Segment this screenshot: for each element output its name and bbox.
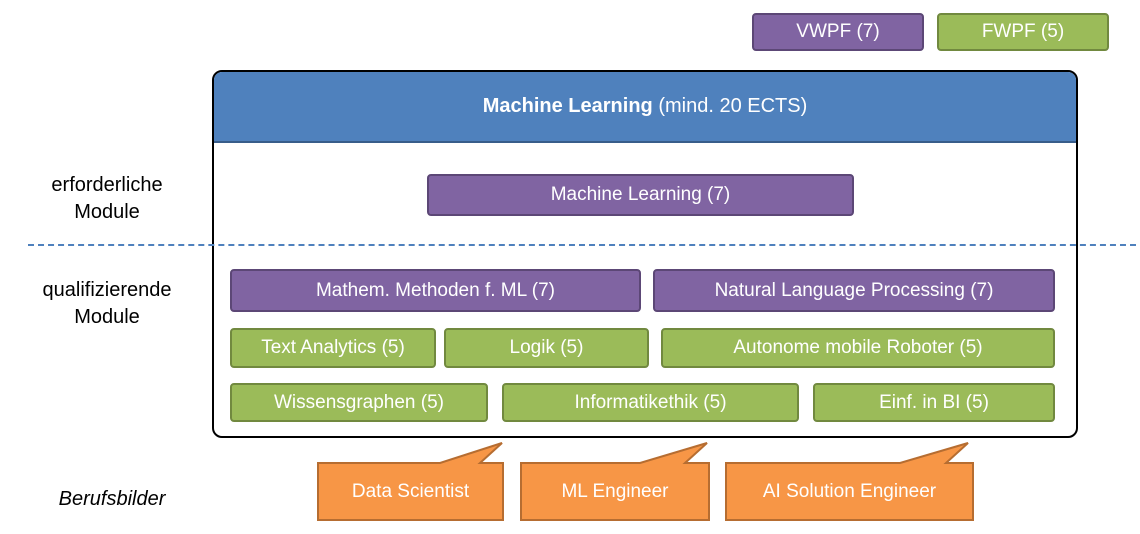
profile-title: Machine Learning [482,95,653,117]
module-informatikethik: Informatikethik (5) [502,383,799,422]
module-text-analytics: Text Analytics (5) [230,328,436,368]
legend-fwpf: FWPF (5) [937,13,1109,51]
legend-vwpf: VWPF (7) [752,13,924,51]
module-einf-bi: Einf. in BI (5) [813,383,1055,422]
legend-fwpf-label: FWPF (5) [981,21,1065,42]
callout-ml-engineer-shape [520,442,710,521]
legend-vwpf-label: VWPF (7) [796,21,880,42]
module-label: Machine Learning (7) [550,184,731,205]
label-careers: Berufsbilder [58,488,166,510]
module-label: Wissensgraphen (5) [273,391,445,413]
module-mathem-methoden: Mathem. Methoden f. ML (7) [230,269,641,312]
career-ai-solution-engineer: AI Solution Engineer [762,481,937,502]
machine-learning-profile-box: Machine Learning (mind. 20 ECTS) [212,70,1078,438]
module-logik: Logik (5) [444,328,649,368]
module-label: Autonome mobile Roboter (5) [733,337,983,358]
module-label: Mathem. Methoden f. ML (7) [315,279,555,301]
module-label: Logik (5) [509,337,584,358]
callout-ai-solution-engineer-shape [725,442,974,521]
module-autonome-roboter: Autonome mobile Roboter (5) [661,328,1055,368]
module-label: Einf. in BI (5) [879,391,989,413]
career-data-scientist: Data Scientist [351,481,470,502]
module-machine-learning: Machine Learning (7) [427,174,854,216]
callout-data-scientist-shape [317,442,504,521]
module-label: Natural Language Processing (7) [714,279,994,301]
profile-header: Machine Learning (mind. 20 ECTS) [214,72,1076,143]
module-nlp: Natural Language Processing (7) [653,269,1055,312]
label-qualifying-modules: qualifizierende Module [42,279,172,328]
label-required-modules: erforderliche Module [51,174,163,223]
module-wissensgraphen: Wissensgraphen (5) [230,383,488,422]
section-divider [28,244,1136,246]
profile-ects: (mind. 20 ECTS) [658,95,808,117]
module-label: Informatikethik (5) [574,391,727,413]
career-ml-engineer: ML Engineer [561,481,669,502]
module-label: Text Analytics (5) [261,337,405,358]
